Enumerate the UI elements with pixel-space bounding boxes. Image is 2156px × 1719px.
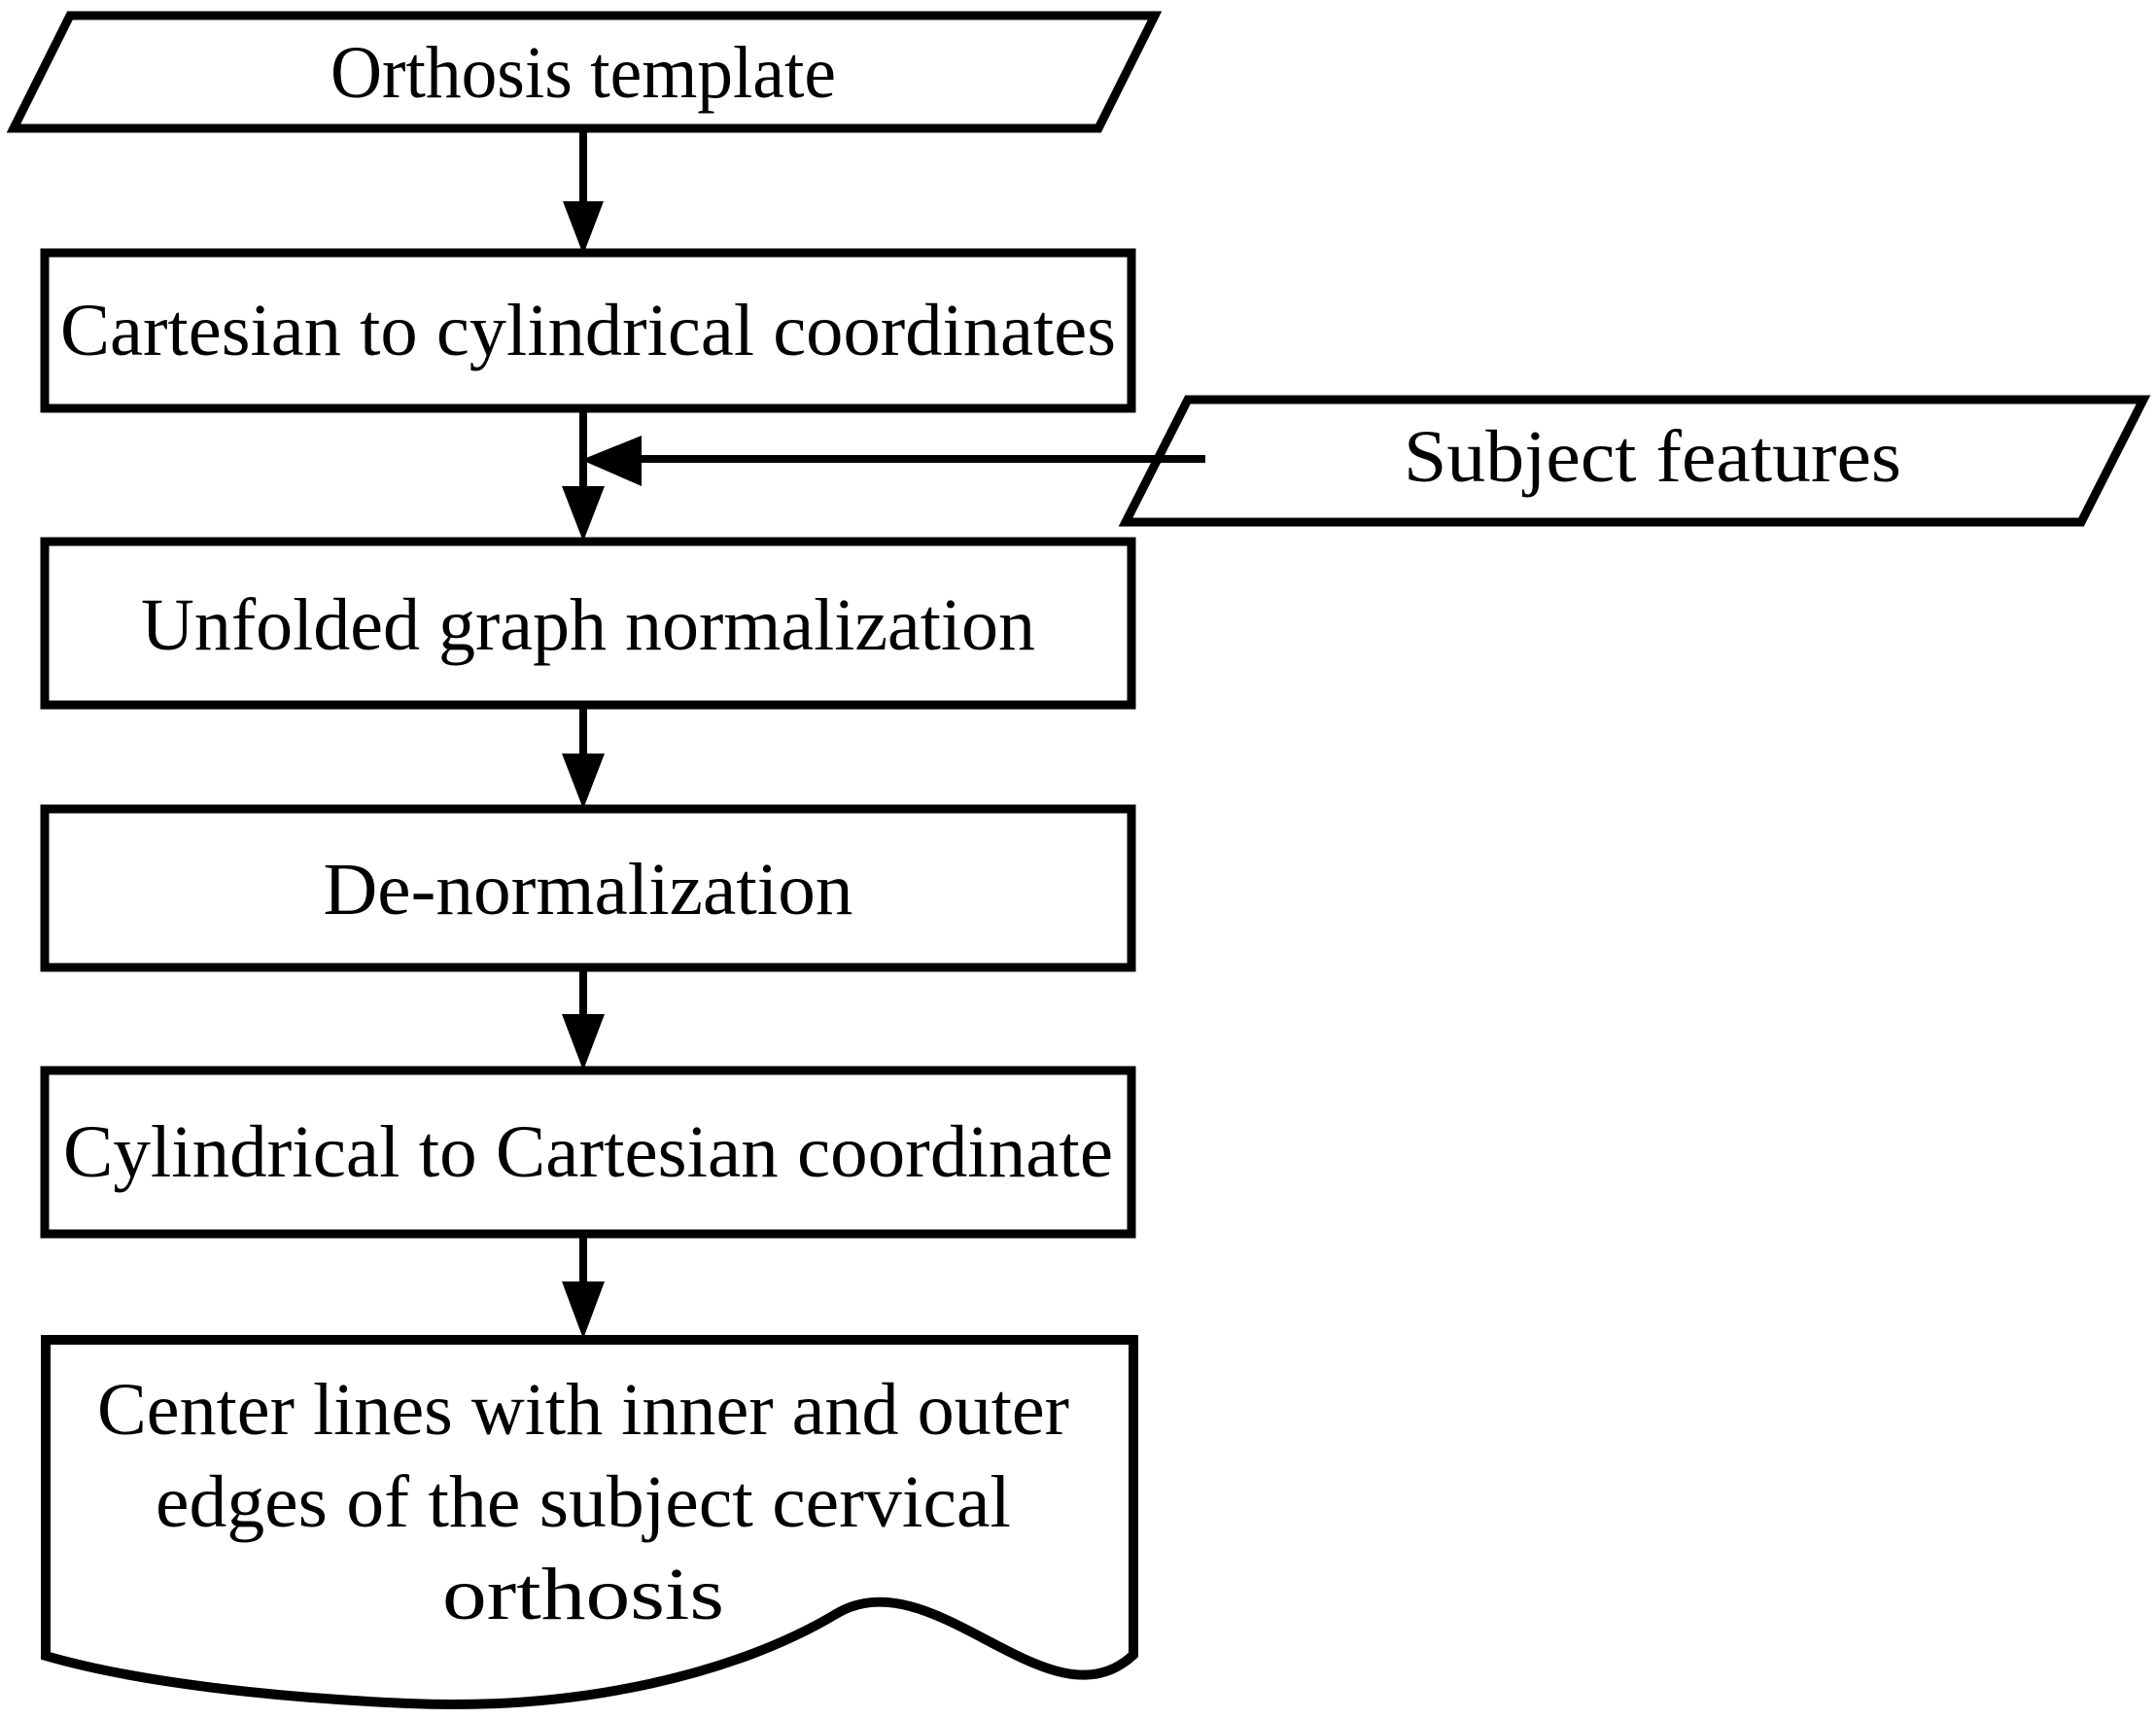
node-cartesian-to-cylindrical[interactable]: Cartesian to cylindrical coordinates [40, 248, 1136, 413]
rect-shape-cylindrical-to-cartesian [40, 1066, 1136, 1239]
edge-denorm-to-cyl2cart [562, 967, 605, 1070]
node-label-orthosis-template: Orthosis template [330, 32, 836, 114]
node-center-lines-output[interactable]: Center lines with inner and outer edges … [41, 1335, 1138, 1710]
node-label-center-lines-output-line2: edges of the subject cervical [156, 1461, 1011, 1543]
node-cylindrical-to-cartesian[interactable]: Cylindrical to Cartesian coordinate [40, 1066, 1136, 1239]
node-orthosis-template[interactable]: Orthosis template [6, 11, 1163, 133]
node-label-cartesian-to-cylindrical: Cartesian to cylindrical coordinates [60, 290, 1116, 371]
node-label-de-normalization: De-normalization [324, 849, 853, 930]
down-arrow-icon [562, 1014, 605, 1070]
node-label-subject-features: Subject features [1404, 416, 1901, 498]
down-arrow-icon [562, 1281, 605, 1339]
down-arrow-icon [562, 754, 605, 809]
node-label-center-lines-output-line1: Center lines with inner and outer [97, 1369, 1069, 1451]
down-arrow-icon [563, 201, 604, 255]
node-unfolded-graph-normalization[interactable]: Unfolded graph normalization [40, 537, 1136, 710]
node-label-unfolded-graph-normalization: Unfolded graph normalization [141, 584, 1035, 666]
node-label-cylindrical-to-cartesian: Cylindrical to Cartesian coordinate [63, 1111, 1113, 1193]
rect-shape-cartesian-to-cylindrical [40, 248, 1136, 413]
edge-cyl2cart-to-output [562, 1234, 605, 1339]
left-arrow-icon [581, 436, 642, 486]
parallelogram-shape-subject-features [1118, 395, 2151, 527]
node-de-normalization[interactable]: De-normalization [40, 804, 1136, 972]
edge-subject-to-main [581, 436, 1205, 486]
parallelogram-shape-orthosis-template [6, 11, 1163, 133]
edge-cartesian-to-unfolded [562, 408, 605, 542]
edge-template-to-cartesian [563, 128, 604, 255]
edge-unfolded-to-denorm [562, 705, 605, 809]
node-label-center-lines-output-line3: orthosis [442, 1554, 724, 1635]
document-shape-center-lines-output [41, 1335, 1138, 1710]
node-subject-features[interactable]: Subject features [1118, 395, 2151, 527]
down-arrow-icon [562, 486, 605, 542]
rect-shape-unfolded-graph-normalization [40, 537, 1136, 710]
rect-shape-de-normalization [40, 804, 1136, 972]
